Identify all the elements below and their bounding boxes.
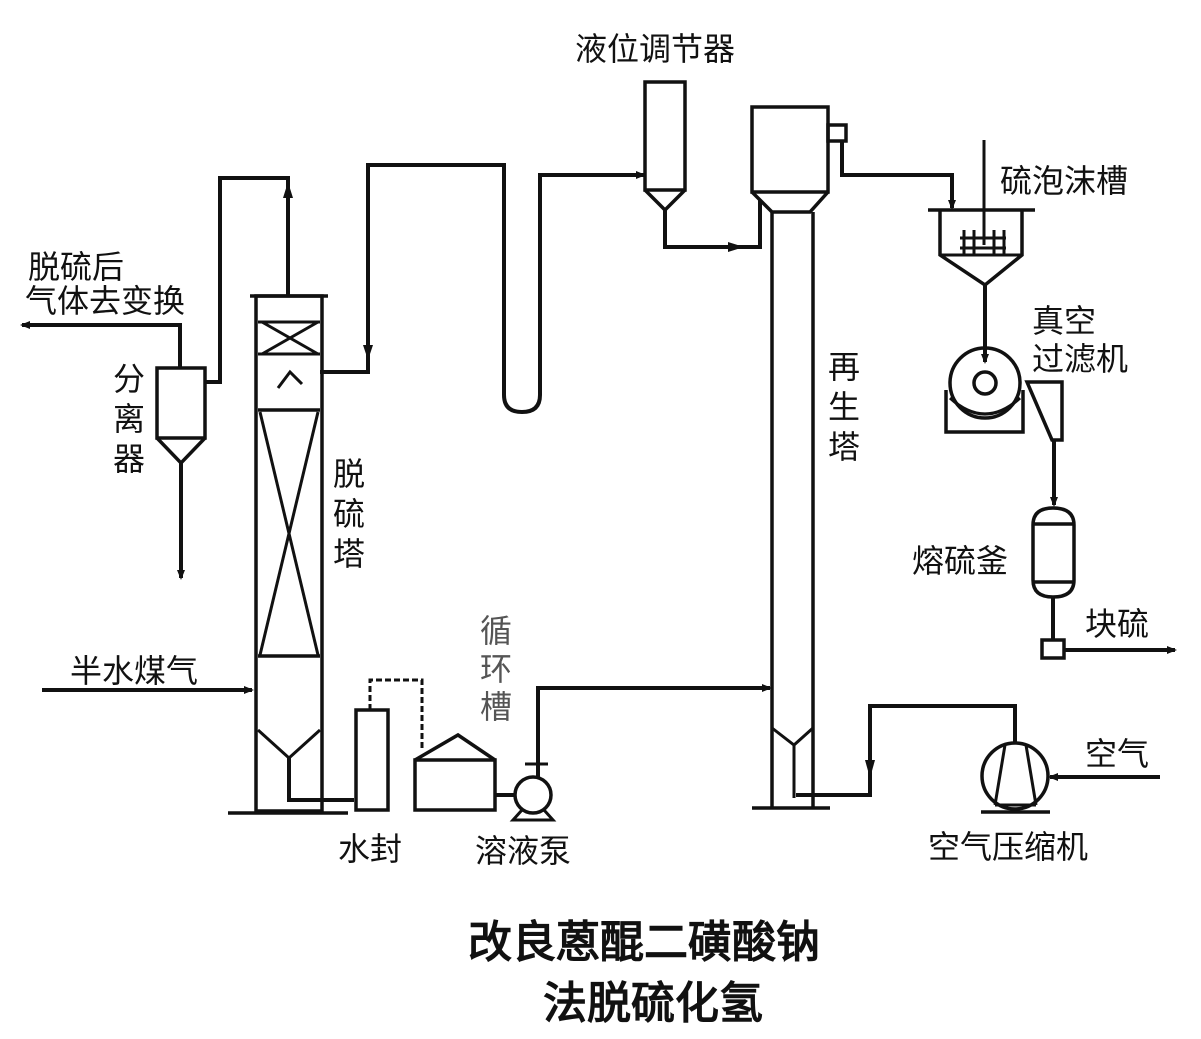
label-air-compressor: 空气压缩机 [928, 828, 1088, 866]
spray-head-icon [276, 369, 304, 389]
label-sulfur-melter: 熔硫釜 [912, 542, 1008, 580]
label-water-seal: 水封 [338, 830, 402, 868]
arrow-down-icon [865, 760, 875, 778]
regeneration-tower-head [750, 105, 830, 194]
label-circulation-tank-3: 槽 [480, 688, 512, 726]
tower-to-separator-pipe [205, 176, 290, 384]
circulation-tank-roof [414, 732, 496, 762]
circulation-tank [413, 732, 497, 812]
compressor-blades [993, 744, 1038, 806]
filter-hopper [1024, 380, 1064, 442]
separator-body [155, 366, 207, 440]
label-outlet-gas-2: 气体去变换 [25, 282, 185, 320]
label-desulfurization-tower-2: 硫 [333, 495, 365, 533]
tower-bottom-cone [256, 728, 322, 761]
label-regeneration-tower-2: 生 [828, 388, 860, 426]
pump-casing [513, 775, 553, 815]
label-circulation-tank-1: 循 [480, 612, 512, 650]
overflow-box [826, 123, 848, 143]
arrow-down-icon [363, 345, 373, 360]
label-outlet-gas-1: 脱硫后 [28, 248, 124, 286]
vacuum-filter [944, 346, 1064, 507]
circulation-tank-body [413, 758, 497, 812]
air-to-regenerator-pipe [796, 704, 1017, 797]
packing-cross [261, 320, 319, 356]
label-air: 空气 [1085, 735, 1149, 773]
label-level-regulator: 液位调节器 [575, 30, 735, 68]
label-circulation-tank-2: 环 [480, 650, 512, 688]
pump-to-regenerator-pipe [536, 684, 772, 777]
sulfur-foam-tank [928, 140, 1035, 364]
sulfur-melter-vessel [1031, 506, 1076, 599]
label-desulfurization-tower-3: 塔 [333, 535, 365, 573]
diagram-title-line1: 改良蒽醌二磺酸钠 [468, 917, 820, 968]
label-separator-1: 分 [113, 360, 145, 398]
label-separator-3: 器 [113, 440, 145, 478]
packing-cross [258, 411, 320, 656]
regeneration-tower-neck [750, 190, 830, 214]
foam-overflow-pipe [840, 141, 956, 210]
sulfur-mold-box [1040, 638, 1066, 660]
tower-to-water-seal-pipe [287, 758, 354, 802]
compressor-casing [980, 741, 1050, 811]
label-separator-2: 离 [113, 400, 145, 438]
air-compressor [796, 704, 1160, 814]
regeneration-tower-cone [771, 726, 815, 747]
separator [155, 366, 207, 580]
label-regeneration-tower-3: 塔 [828, 428, 860, 466]
water-seal-vent-pipe [368, 678, 424, 750]
agitator-icon [960, 230, 1006, 255]
separator-cone [155, 436, 207, 466]
level-regulator-body [643, 80, 687, 192]
outlet-gas-pipe [20, 321, 182, 368]
filter-drum [948, 346, 1022, 420]
level-regulator [643, 80, 762, 252]
filter-trough-curve [948, 396, 1022, 416]
label-desulfurization-tower-1: 脱 [333, 455, 365, 493]
label-sulfur-foam-tank: 硫泡沫槽 [1000, 162, 1128, 200]
label-vacuum-filter-2: 过滤机 [1032, 340, 1128, 378]
pump-base [509, 808, 557, 822]
filter-drum-axle [972, 370, 998, 396]
diagram-title-line2: 法脱硫化氢 [543, 978, 763, 1029]
solution-pump [509, 762, 557, 822]
label-vacuum-filter-1: 真空 [1032, 302, 1096, 340]
regeneration-tower [750, 105, 848, 810]
filter-trough [944, 390, 1025, 434]
water-seal [354, 708, 390, 812]
level-regulator-cone [643, 188, 687, 213]
label-semi-water-gas: 半水煤气 [70, 652, 198, 690]
regulator-to-regenerator-pipe [663, 200, 762, 249]
arrow-right-icon [728, 242, 744, 252]
label-lump-sulfur: 块硫 [1085, 605, 1149, 643]
label-regeneration-tower-1: 再 [828, 348, 860, 386]
sulfur-melter [1031, 506, 1177, 660]
label-solution-pump: 溶液泵 [475, 832, 571, 870]
arrow-up-icon [283, 182, 293, 198]
u-tube-pipe [320, 163, 646, 415]
